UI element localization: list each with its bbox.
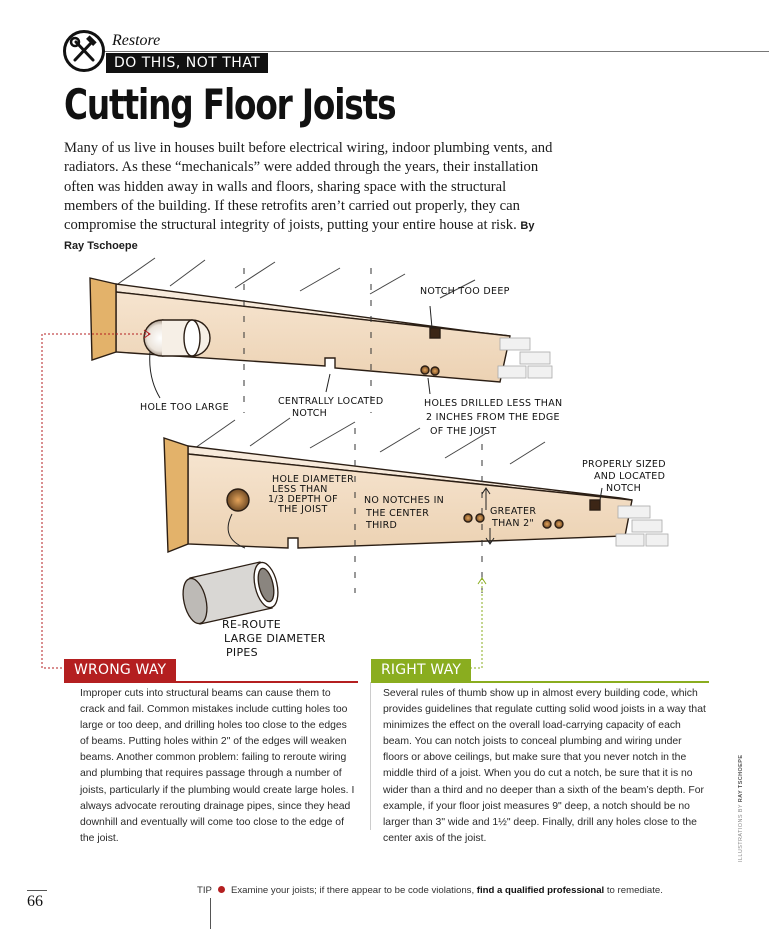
credit-prefix: ILLUSTRATIONS BY [738,804,744,862]
label-holes-drilled-2: 2 INCHES FROM THE EDGE [426,412,560,423]
hammer-wrench-icon [63,30,105,72]
label-notch-too-deep: NOTCH TOO DEEP [420,286,510,297]
joist-wrong [89,277,511,383]
brick-wall-bottom [615,505,669,547]
wrong-way-leader [41,329,151,669]
label-reroute-1: RE-ROUTE [222,618,281,631]
label-hole-diameter-1: HOLE DIAMETER [272,474,354,485]
tip-bullet-icon [217,886,225,893]
right-way-text: Several rules of thumb show up in almost… [383,688,706,844]
label-reroute-2: LARGE DIAMETER [224,632,326,645]
series-banner: DO THIS, NOT THAT [106,53,269,73]
article-intro: Many of us live in houses built before e… [64,139,554,257]
folio-rule [27,890,47,891]
header-rule [100,51,769,52]
label-reroute-3: PIPES [226,646,258,659]
right-way-label: RIGHT WAY [371,659,472,681]
label-no-notches-1: NO NOTCHES IN [364,495,444,506]
wrong-way-rule [64,681,358,683]
floorboard-lines-top [114,257,476,299]
label-centrally-located-2: NOTCH [292,408,327,419]
tip-rule [210,898,211,929]
tip-line: TIP Examine your joists; if there appear … [197,885,663,896]
joist-right [163,437,633,554]
joist-illustration: NOTCH TOO DEEP HOLE TOO LARGE CENTRALLY … [41,257,669,669]
page-number: 66 [27,893,43,910]
column-divider [370,682,371,830]
tip-label: TIP [197,885,212,896]
article-title: Cutting Floor Joists [64,80,397,129]
floorboard-lines-bottom [194,417,546,465]
wrong-way-text: Improper cuts into structural beams can … [80,688,355,844]
section-kicker: Restore [112,32,161,49]
tip-text-after: to remediate. [606,885,663,896]
right-way-rule [371,681,709,683]
label-properly-1: PROPERLY SIZED [582,459,666,470]
label-holes-drilled-3: OF THE JOIST [430,426,496,437]
tip-text-bold: find a qualified professional [476,885,605,896]
label-centrally-located-1: CENTRALLY LOCATED [278,396,383,407]
label-properly-3: NOTCH [606,483,641,494]
label-hole-too-large: HOLE TOO LARGE [140,402,229,413]
label-greater-1: GREATER [490,506,536,517]
tip-text-before: Examine your joists; if there appear to … [230,885,475,896]
intro-text: Many of us live in houses built before e… [64,140,553,234]
label-hole-diameter-3: 1/3 DEPTH OF [268,494,338,505]
label-hole-diameter-4: THE JOIST [277,504,328,515]
label-no-notches-2: THE CENTER [365,508,429,519]
label-properly-2: AND LOCATED [594,471,665,482]
label-holes-drilled-1: HOLES DRILLED LESS THAN [424,398,562,409]
credit-name: RAY TSCHOEPE [738,754,744,803]
label-hole-diameter-2: LESS THAN [272,484,328,495]
brick-wall-top [497,337,553,379]
reroute-pipe [182,561,279,625]
label-greater-2: THAN 2" [491,518,534,529]
illustration-credit: ILLUSTRATIONS BY RAY TSCHOEPE [738,755,744,862]
label-no-notches-3: THIRD [365,520,397,531]
byline: By Ray Tschoepe [64,220,535,253]
wrong-way-label: WRONG WAY [64,659,177,681]
right-way-leader [460,577,487,669]
